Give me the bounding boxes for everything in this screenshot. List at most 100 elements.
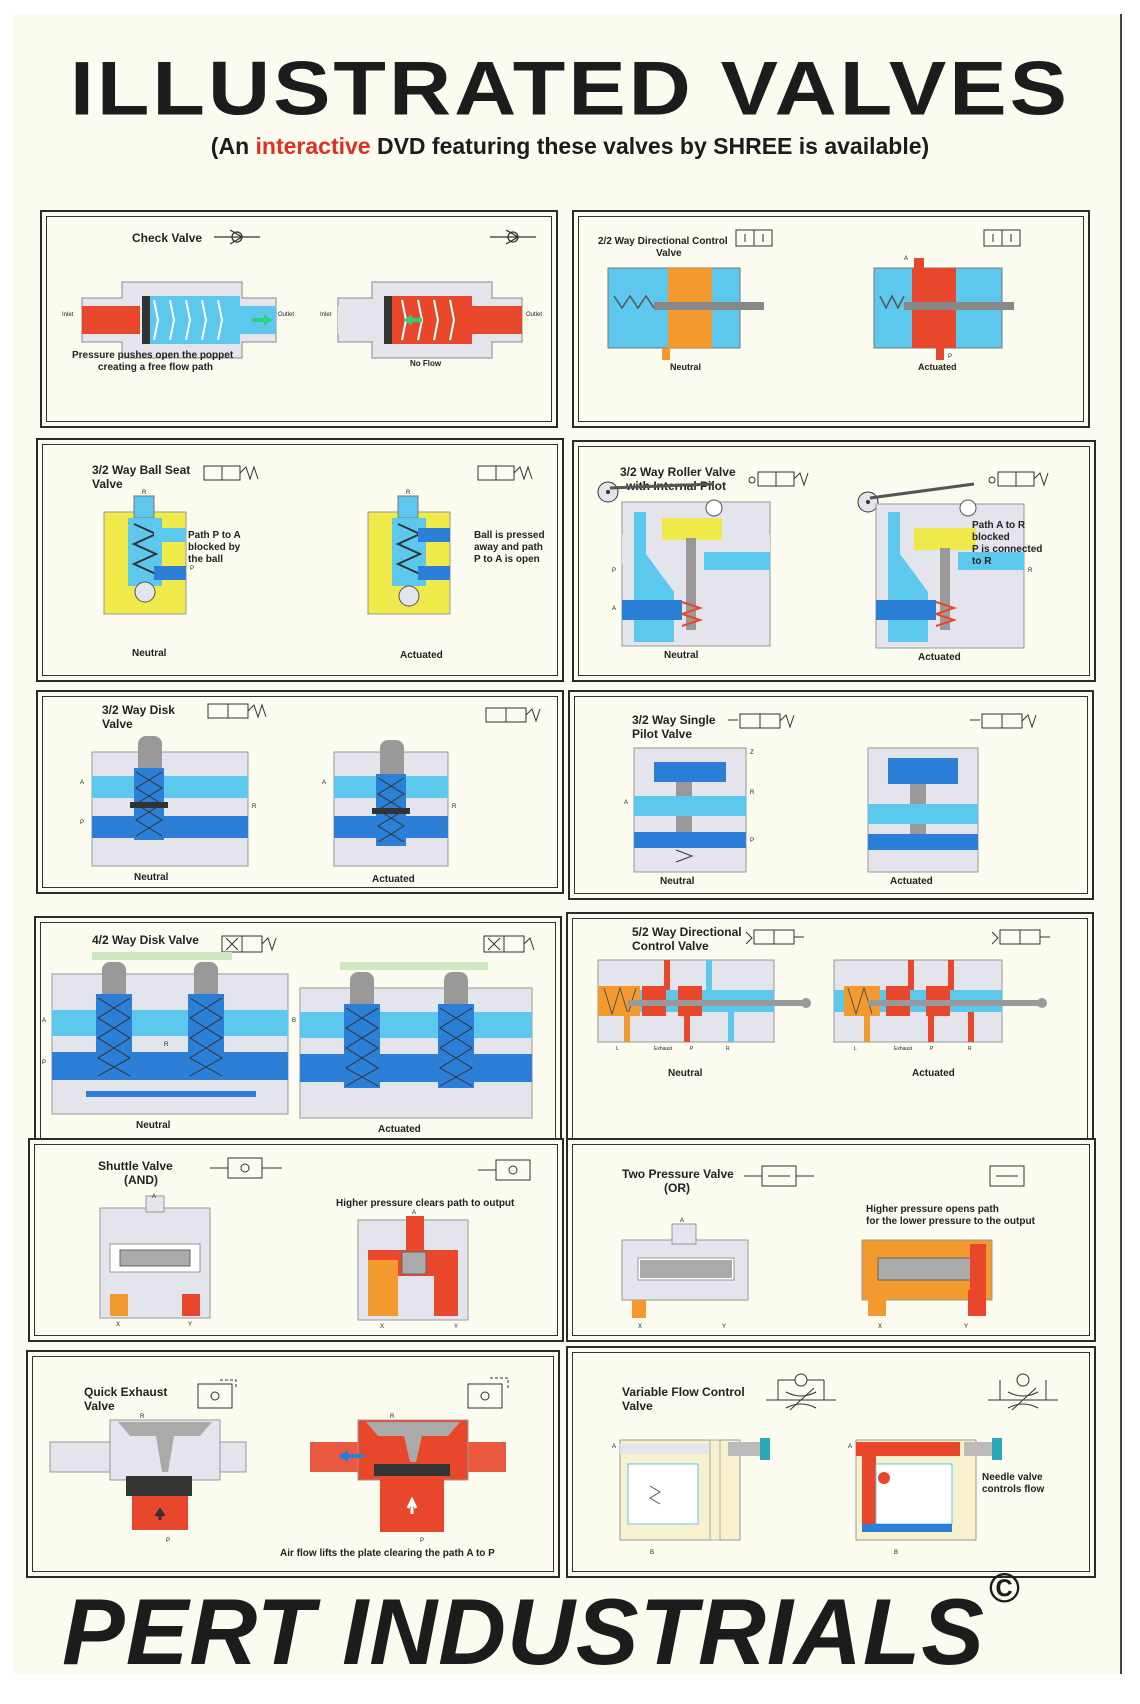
- way52-title-2: Control Valve: [632, 939, 709, 953]
- check-valve-symbol-icon: [214, 229, 260, 245]
- check-valve-open-cutaway: [81, 281, 277, 359]
- quick-actuated-cutaway: [310, 1419, 506, 1532]
- way22-port-p: P: [948, 354, 952, 360]
- shuttle-port-x: X: [116, 1322, 120, 1328]
- quick-port-r-2: R: [390, 1414, 395, 1420]
- roller-symbol-icon: [988, 471, 1049, 487]
- panel-3-2-disk: 3/2 Way Disk Valve A P R Neutral A R Act: [36, 690, 564, 894]
- panel-shuttle: Shuttle Valve (AND) A X Y Higher pressur…: [28, 1138, 564, 1342]
- panel-check-valve: Check Valve Inlet Outlet Pressure pushes…: [40, 210, 558, 428]
- roller-port-a: A: [612, 606, 616, 612]
- twopressure-title-1: Two Pressure Valve: [622, 1167, 734, 1181]
- flow-neutral-cutaway: [619, 1438, 770, 1541]
- ballseat-note-left-3: the ball: [188, 554, 223, 565]
- disk32-title-2: Valve: [102, 717, 133, 731]
- shuttle-port-a-2: A: [412, 1210, 416, 1216]
- disk32-left-label: Neutral: [134, 872, 169, 883]
- twopressure-title-2: (OR): [664, 1181, 690, 1195]
- way52-port-exhaust: Exhaust: [654, 1046, 673, 1052]
- roller-port-p: P: [612, 568, 616, 574]
- panel-4-2-disk: 4/2 Way Disk Valve A B P R Neutral: [34, 916, 562, 1146]
- roller-title-1: 3/2 Way Roller Valve: [620, 465, 736, 479]
- flow-control-symbol-icon: [988, 1373, 1058, 1411]
- single-pilot-title-2: Pilot Valve: [632, 727, 692, 741]
- twopressure-port-y-2: Y: [964, 1324, 968, 1330]
- single-pilot-port-z: Z: [750, 750, 754, 756]
- ballseat-left-label: Neutral: [132, 648, 167, 659]
- single-pilot-right-label: Actuated: [890, 876, 933, 887]
- footer-brand-text: PERT INDUSTRIALS: [62, 1579, 985, 1684]
- disk32-right-label: Actuated: [372, 874, 415, 885]
- flow-control-symbol-icon: [766, 1373, 836, 1411]
- single-pilot-port-r: R: [750, 790, 755, 796]
- disk42-port-r: R: [164, 1042, 169, 1048]
- twopressure-note-2: for the lower pressure to the output: [866, 1216, 1036, 1227]
- check-caption-left-1: Pressure pushes open the poppet: [72, 350, 234, 361]
- disk32-port-a-2: A: [322, 780, 326, 786]
- way52-diagram: 5/2 Way Directional Control Valve L Exha…: [597, 925, 1050, 1079]
- way22-right-label: Actuated: [918, 362, 957, 372]
- quick-port-p-2: P: [420, 1538, 424, 1544]
- single-pilot-actuated-cutaway: [867, 747, 979, 873]
- single-pilot-neutral-cutaway: [633, 747, 747, 873]
- check-valve-symbol-icon: [490, 229, 536, 245]
- flow-diagram: Variable Flow Control Valve A B A B Need…: [612, 1373, 1058, 1556]
- check-valve-closed-cutaway: [337, 281, 523, 359]
- way52-port-l-2: L: [854, 1046, 857, 1052]
- single-pilot-port-p: P: [750, 838, 754, 844]
- way52-port-l: L: [616, 1046, 619, 1052]
- panel-3-2-single-pilot: 3/2 Way Single Pilot Valve Z A R P Neutr…: [568, 690, 1094, 900]
- shuttle-note: Higher pressure clears path to output: [336, 1198, 515, 1209]
- ballseat-note-left-2: blocked by: [188, 542, 241, 553]
- roller-neutral-cutaway: [597, 481, 771, 647]
- disk42-symbol-icon: [221, 935, 277, 953]
- ballseat-actuated-cutaway: [367, 495, 451, 615]
- roller-note-2: blocked: [972, 532, 1010, 543]
- shuttle-symbol-icon: [210, 1157, 282, 1179]
- single-pilot-symbol-icon: [728, 713, 795, 729]
- disk42-port-p: P: [42, 1060, 46, 1066]
- roller-note-3: P is connected: [972, 544, 1042, 555]
- shuttle-neutral-cutaway: [99, 1195, 211, 1319]
- shuttle-title-2: (AND): [124, 1173, 158, 1187]
- disk42-port-a: A: [42, 1018, 46, 1024]
- single-pilot-symbol-icon: [970, 713, 1037, 729]
- roller-note-1: Path A to R: [972, 520, 1026, 531]
- copyright-icon: ©: [989, 1564, 1021, 1611]
- page-subtitle: (An interactive DVD featuring these valv…: [0, 133, 1140, 160]
- ballseat-port-p: P: [190, 566, 194, 572]
- check-caption-right: No Flow: [410, 359, 442, 368]
- flow-port-b: B: [650, 1550, 654, 1556]
- check-outlet-label: Outlet: [278, 312, 294, 318]
- check-inlet-label: Inlet: [62, 312, 74, 318]
- disk42-actuated-cutaway: [299, 962, 533, 1119]
- way52-right-label: Actuated: [912, 1068, 955, 1079]
- way22-symbol-icon: [983, 229, 1021, 247]
- single-pilot-title-1: 3/2 Way Single: [632, 713, 716, 727]
- twopressure-neutral-cutaway: [621, 1223, 749, 1318]
- check-outlet-label-2: Outlet: [526, 312, 542, 318]
- shuttle-actuated-cutaway: [357, 1216, 469, 1321]
- quick-port-r: R: [140, 1414, 145, 1420]
- roller-diagram: 3/2 Way Roller Valve with Internal Pilot…: [597, 465, 1049, 663]
- quick-diagram: Quick Exhaust Valve R P R P Air flow lif…: [49, 1377, 509, 1559]
- way52-symbol-icon: [991, 929, 1050, 945]
- disk42-symbol-icon: [483, 935, 535, 953]
- shuttle-port-y-2: Y: [454, 1324, 458, 1330]
- disk42-port-b: B: [292, 1018, 296, 1024]
- panel-5-2-way: 5/2 Way Directional Control Valve L Exha…: [566, 912, 1094, 1146]
- twopressure-port-a: A: [680, 1218, 684, 1224]
- way52-port-r-2: R: [968, 1046, 972, 1052]
- roller-left-label: Neutral: [664, 650, 699, 661]
- twopressure-actuated-cutaway: [861, 1239, 993, 1316]
- ballseat-note-right-2: away and path: [474, 542, 543, 553]
- disk42-title: 4/2 Way Disk Valve: [92, 933, 199, 947]
- way52-neutral-cutaway: [597, 959, 811, 1043]
- panel-quick-exhaust: Quick Exhaust Valve R P R P Air flow lif…: [26, 1350, 560, 1578]
- way22-actuated-cutaway: [873, 258, 1014, 360]
- roller-port-r: R: [1028, 568, 1033, 574]
- twopressure-note-1: Higher pressure opens path: [866, 1204, 999, 1215]
- check-valve-diagram: Check Valve Inlet Outlet Pressure pushes…: [62, 229, 542, 373]
- single-pilot-port-a: A: [624, 800, 628, 806]
- twopressure-port-y: Y: [722, 1324, 726, 1330]
